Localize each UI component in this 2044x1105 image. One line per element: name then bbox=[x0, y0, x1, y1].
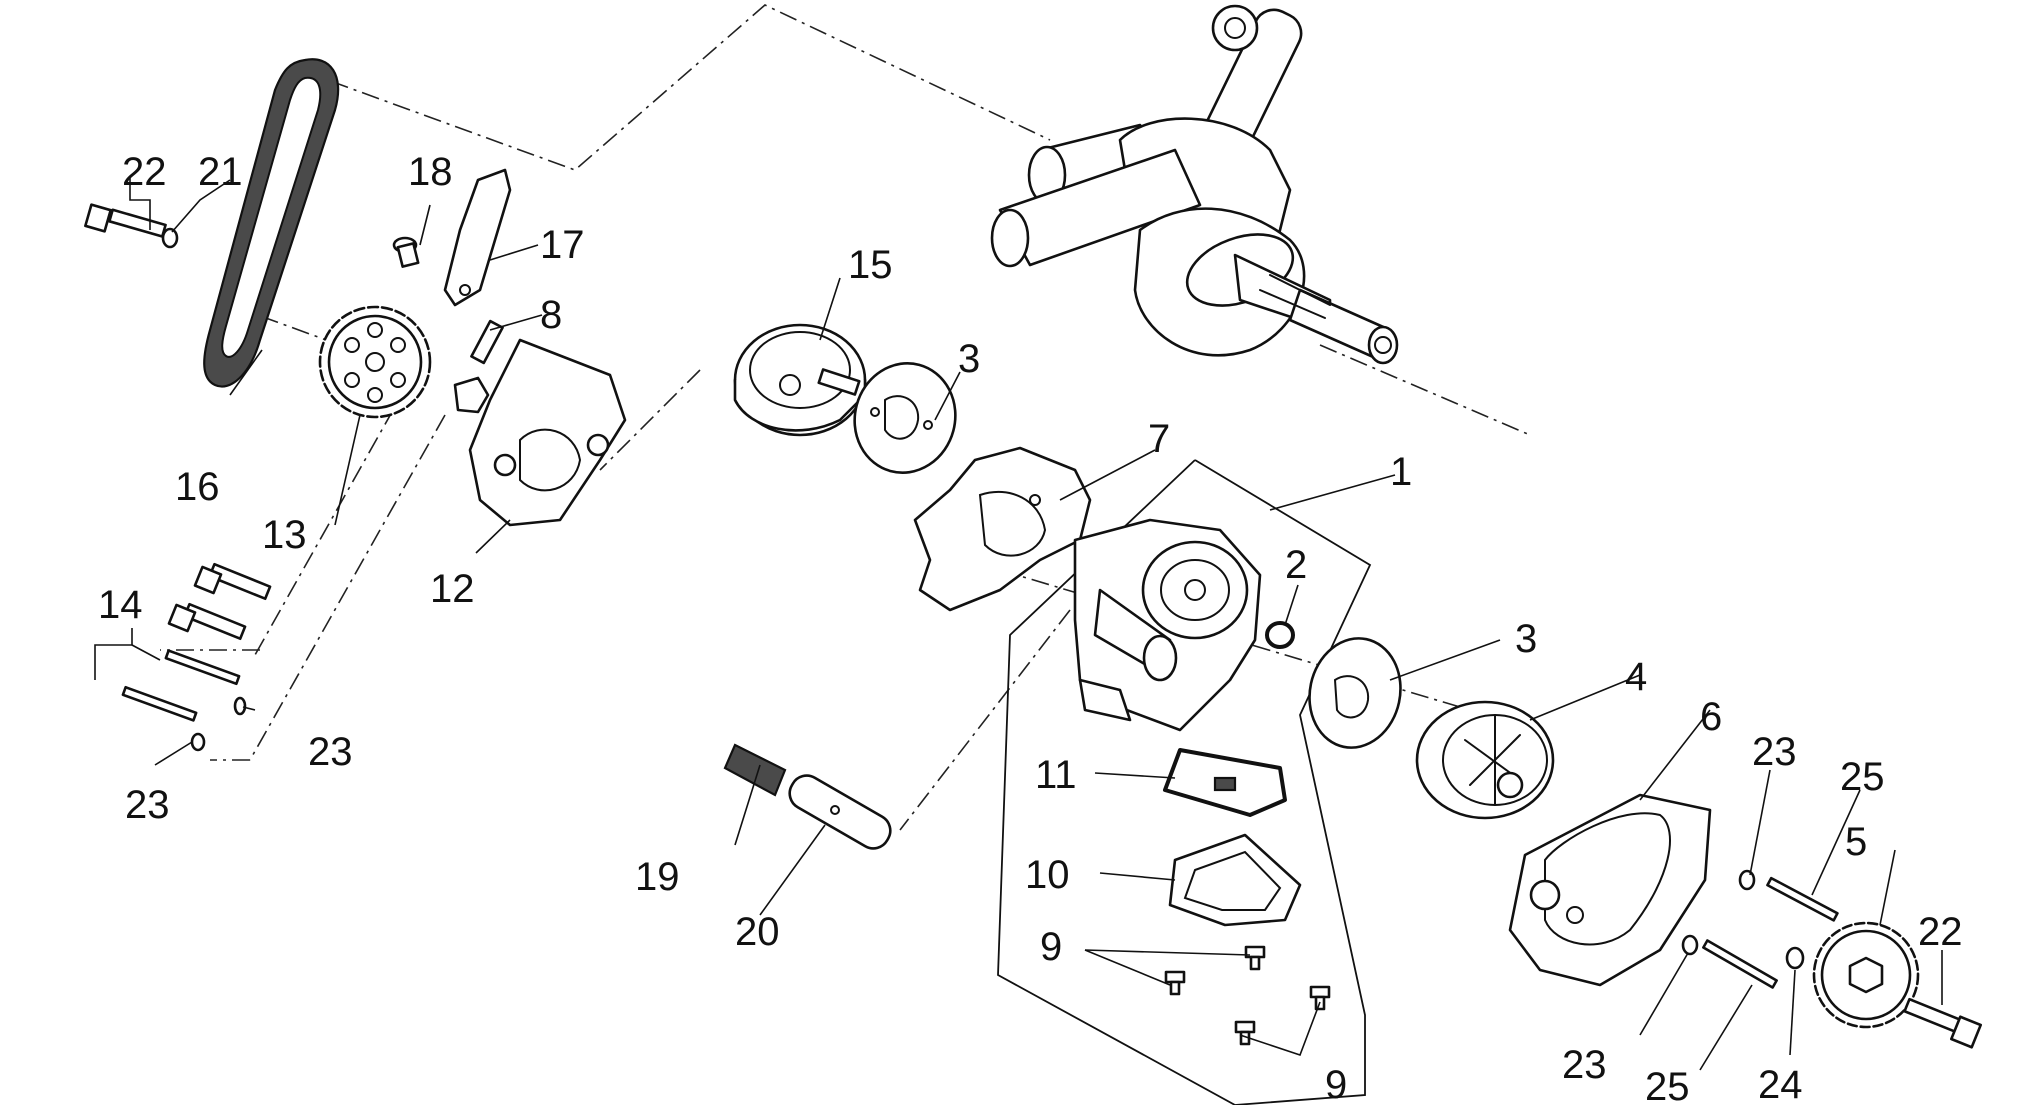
pin-18 bbox=[392, 236, 420, 268]
callout-16: 16 bbox=[175, 465, 220, 509]
callout-3-upper: 3 bbox=[958, 337, 980, 381]
washer-23-a bbox=[233, 696, 247, 716]
pump-rotor-4 bbox=[1415, 700, 1555, 820]
callout-14: 14 bbox=[98, 583, 143, 627]
callout-23-right-lower: 23 bbox=[1562, 1043, 1607, 1087]
timing-chain bbox=[203, 58, 340, 388]
o-ring-11 bbox=[1163, 748, 1287, 817]
callout-7: 7 bbox=[1148, 417, 1170, 461]
callout-1: 1 bbox=[1390, 450, 1412, 494]
bolt-set-14 bbox=[121, 562, 272, 722]
bolt-22-left bbox=[84, 203, 167, 238]
callout-4: 4 bbox=[1625, 655, 1647, 699]
gasket-10 bbox=[1168, 833, 1302, 927]
bolt-25-lower bbox=[1702, 939, 1778, 989]
callout-23-left-lower: 23 bbox=[125, 783, 170, 827]
spring-19 bbox=[723, 743, 787, 797]
sprocket-13 bbox=[318, 305, 432, 419]
pump-rotor-15 bbox=[733, 323, 867, 437]
pump-body bbox=[1073, 518, 1262, 732]
callout-25-lower: 25 bbox=[1645, 1065, 1690, 1105]
callout-9-lower: 9 bbox=[1325, 1063, 1347, 1105]
washer-23-c bbox=[1738, 869, 1756, 891]
relief-valve-20 bbox=[788, 774, 892, 850]
gear-5 bbox=[1812, 921, 1920, 1029]
screws-9 bbox=[1164, 945, 1331, 1046]
callout-23-left-upper: 23 bbox=[308, 730, 353, 774]
callout-22-left: 22 bbox=[122, 150, 167, 194]
callout-18: 18 bbox=[408, 150, 453, 194]
callout-15: 15 bbox=[848, 243, 893, 287]
callout-12: 12 bbox=[430, 567, 475, 611]
gasket-7 bbox=[913, 446, 1092, 612]
callout-3-lower: 3 bbox=[1515, 617, 1537, 661]
gasket-3-lower bbox=[1308, 637, 1402, 749]
key-8 bbox=[470, 319, 504, 365]
callout-10: 10 bbox=[1025, 853, 1070, 897]
callout-13: 13 bbox=[262, 513, 307, 557]
washer-21 bbox=[161, 227, 179, 249]
gasket-3-upper bbox=[853, 362, 957, 474]
washer-23-b bbox=[190, 732, 206, 752]
callout-19: 19 bbox=[635, 855, 680, 899]
o-ring-2 bbox=[1265, 621, 1295, 649]
chain-guide-17 bbox=[443, 168, 512, 307]
callout-5: 5 bbox=[1845, 820, 1867, 864]
washer-24 bbox=[1785, 946, 1805, 970]
bolt-25-upper bbox=[1766, 876, 1839, 922]
callout-9-upper: 9 bbox=[1040, 925, 1062, 969]
callout-labels: 1 2 3 3 4 5 6 7 8 9 9 10 11 12 13 14 15 … bbox=[98, 150, 1963, 1105]
callout-21: 21 bbox=[198, 150, 243, 194]
crankshaft bbox=[990, 4, 1399, 365]
callout-2: 2 bbox=[1285, 543, 1307, 587]
bolt-22-right bbox=[1903, 997, 1982, 1049]
callout-8: 8 bbox=[540, 293, 562, 337]
callout-6: 6 bbox=[1700, 695, 1722, 739]
callout-11: 11 bbox=[1035, 753, 1077, 797]
washer-23-d bbox=[1681, 934, 1699, 956]
kit-1-boundary bbox=[997, 459, 1372, 1105]
callout-24: 24 bbox=[1758, 1063, 1803, 1105]
callout-17: 17 bbox=[540, 223, 585, 267]
cover-6 bbox=[1508, 793, 1712, 987]
callout-20: 20 bbox=[735, 910, 780, 954]
callout-22-right: 22 bbox=[1918, 910, 1963, 954]
callout-25-upper: 25 bbox=[1840, 755, 1885, 799]
pump-cover-12 bbox=[453, 338, 627, 527]
callout-23-right-upper: 23 bbox=[1752, 730, 1797, 774]
leader-lines bbox=[94, 178, 1943, 1071]
